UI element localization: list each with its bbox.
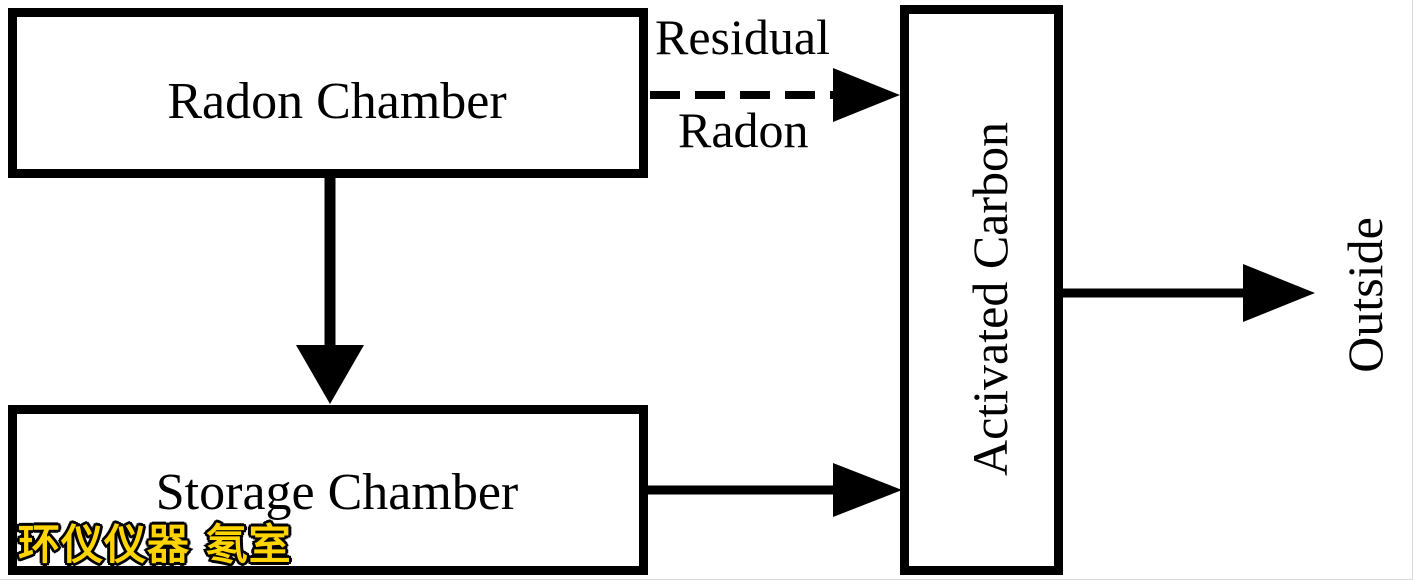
edge-label-radon: Radon: [678, 102, 809, 158]
node-activated-carbon[interactable]: Activated Carbon: [900, 5, 1063, 575]
external-label-outside-text: Outside: [1337, 217, 1394, 373]
edge-activated-carbon-to-outside: [1059, 264, 1315, 322]
watermark: 环仪仪器 氡室: [16, 522, 293, 568]
node-radon-chamber[interactable]: Radon Chamber: [8, 8, 648, 178]
node-radon-chamber-label: Radon Chamber: [167, 73, 507, 130]
edge-radon-chamber-to-storage-chamber: [296, 172, 364, 404]
watermark-text: 环仪仪器 氡室: [16, 520, 293, 569]
node-activated-carbon-label: Activated Carbon: [909, 14, 1072, 579]
external-label-outside: Outside: [1330, 160, 1400, 430]
arrowhead-right-icon: [1243, 264, 1315, 322]
arrowhead-down-icon: [296, 345, 364, 404]
node-storage-chamber-label: Storage Chamber: [155, 464, 519, 521]
arrowhead-right-icon: [833, 463, 902, 517]
node-storage-chamber[interactable]: Storage Chamber: [8, 405, 648, 575]
edge-radon-chamber-to-activated-carbon: [650, 68, 900, 122]
edge-storage-chamber-to-activated-carbon: [644, 463, 902, 517]
arrowhead-right-icon: [833, 68, 900, 122]
edge-label-residual: Residual: [655, 9, 830, 65]
node-activated-carbon-label-text: Activated Carbon: [962, 121, 1019, 477]
